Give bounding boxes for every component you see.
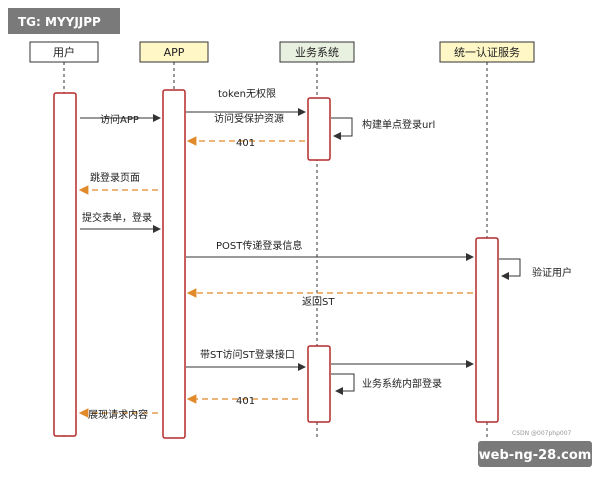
site-badge: web-ng-28.com: [478, 441, 592, 467]
label-access-protected: 访问受保护资源: [214, 112, 284, 125]
tg-watermark-text: TG: MYYJJPP: [18, 15, 101, 29]
label-401-a: 401: [236, 138, 255, 149]
activation-business-1: [307, 97, 331, 161]
tg-watermark: TG: MYYJJPP: [8, 8, 120, 34]
label-401-b: 401: [236, 396, 255, 407]
activation-business-2: [307, 345, 331, 423]
activation-user: [53, 92, 77, 437]
site-badge-text: web-ng-28.com: [479, 448, 592, 463]
label-build-sso-url: 构建单点登录url: [362, 118, 435, 131]
label-return-st: 返回ST: [302, 296, 335, 308]
participant-business: 业务系统: [279, 41, 355, 63]
label-st-access: 带ST访问ST登录接口: [200, 348, 295, 361]
participant-auth: 统一认证服务: [439, 41, 535, 63]
label-access-app: 访问APP: [100, 113, 139, 126]
participant-app-label: APP: [164, 46, 185, 59]
arrow-build-sso-url: [331, 117, 353, 140]
label-jump-login: 跳登录页面: [90, 171, 140, 184]
csdn-credit: CSDN @007php007: [512, 430, 572, 437]
arrow-verify-user: [499, 258, 521, 280]
arrow-internal-login: [331, 373, 355, 395]
activation-auth: [475, 237, 499, 423]
activation-app: [162, 89, 186, 439]
participant-business-label: 业务系统: [295, 46, 339, 59]
participant-user-label: 用户: [53, 45, 75, 59]
label-verify-user: 验证用户: [532, 266, 572, 279]
activations: [53, 89, 499, 439]
label-submit-form: 提交表单，登录: [82, 211, 152, 224]
label-post-login: POST传递登录信息: [216, 239, 302, 252]
label-internal-login: 业务系统内部登录: [362, 377, 442, 390]
label-show-content: 展现请求内容: [88, 408, 148, 421]
label-token-no-perm: token无权限: [218, 87, 276, 100]
participant-app: APP: [139, 41, 209, 63]
participant-user: 用户: [29, 41, 99, 63]
participant-auth-label: 统一认证服务: [454, 46, 520, 59]
